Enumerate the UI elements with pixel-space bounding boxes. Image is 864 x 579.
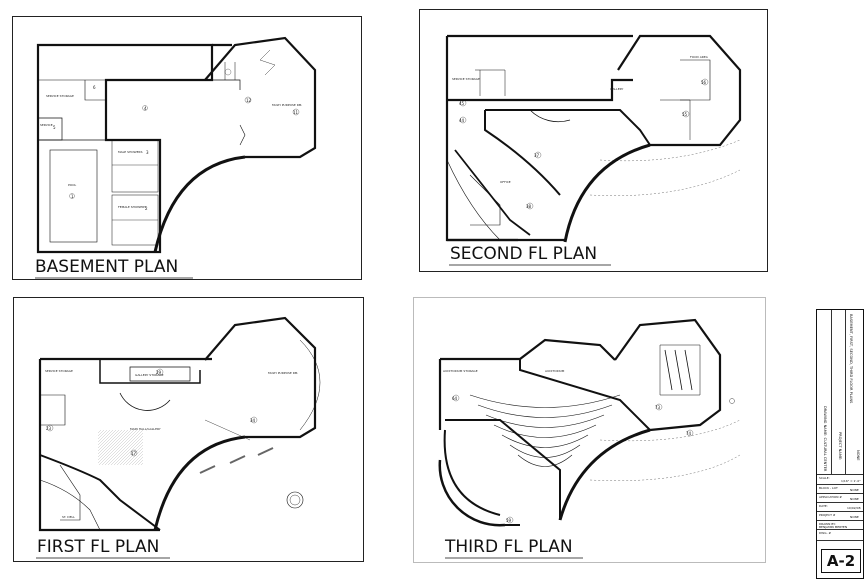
third-floor-plan xyxy=(438,318,741,527)
title-block-divider xyxy=(817,511,863,512)
title-block-divider xyxy=(817,493,863,494)
second-floor-plan-frame xyxy=(419,9,768,272)
dwg-number-label: DWG. # xyxy=(819,531,832,535)
scale-value: 1/16" = 1'-0" xyxy=(841,479,861,483)
date-value: 10/02/08 xyxy=(847,506,861,510)
title-block: DRAWING NAME: CULTURAL CENTER PROJECT NA… xyxy=(816,309,864,579)
application-label: APPLICATION # xyxy=(819,495,842,499)
basement-plan xyxy=(36,36,317,254)
first-label-0: SERVICE STORAGE xyxy=(45,369,73,373)
first-floor-plan xyxy=(38,316,321,532)
title-block-divider xyxy=(817,520,863,521)
project-number-value: NONE xyxy=(850,515,859,519)
room-number: 23 xyxy=(46,426,52,431)
second-label-4: FOOD AREA xyxy=(690,55,709,59)
scale-label: SCALE: xyxy=(819,476,830,480)
first-labels: SERVICE STORAGE GALLERY STORAGE MAIN HAL… xyxy=(45,369,298,519)
basement-label-2: POOL xyxy=(68,183,77,187)
room-number: 11 xyxy=(293,110,299,115)
title-block-vdivider xyxy=(831,310,832,474)
title-block-divider xyxy=(817,474,863,475)
drawn-by-label: DRAWN BY: xyxy=(819,522,836,526)
room-number: 37 xyxy=(534,153,540,158)
room-number: 44 xyxy=(459,118,465,123)
room-numbers: 1 2 3 4 5 6 12 11 37 38 45 44 55 56 29 3… xyxy=(46,80,707,523)
third-floor-plan-title: THIRD FL PLAN xyxy=(444,537,573,557)
sheet-content: BASEMENT, FIRST, SECOND, THIRD FLOOR PLA… xyxy=(849,314,853,404)
title-block-vdivider xyxy=(845,310,846,474)
basement-labels: SERVICE STORAGE SERVICE POOL MALE SHOWER… xyxy=(40,94,302,209)
room-number: 17 xyxy=(131,451,137,456)
second-labels: SERVICE STORAGE GALLERY FOOD AREA OFFICE xyxy=(452,55,709,184)
first-label-2: MAIN HALL/GALLERY xyxy=(130,427,161,431)
basement-plan-frame xyxy=(12,16,362,280)
second-floor-plan xyxy=(445,34,742,243)
basement-label-3: MALE SHOWERS xyxy=(118,150,143,154)
basement-label-6: SERVICE xyxy=(40,123,53,127)
title-block-divider xyxy=(817,540,863,541)
room-number: 12 xyxy=(246,98,252,103)
second-label-3: OFFICE xyxy=(500,180,511,184)
room-number: 38 xyxy=(526,204,532,209)
room-number: 74 xyxy=(686,431,692,436)
second-label-1: GALLERY xyxy=(610,87,624,91)
basement-label-4: FEMALE SHOWERS xyxy=(118,205,146,209)
block-label: BLOCK - LOT xyxy=(819,486,838,490)
basement-label-5: MULTI PURPOSE RM. xyxy=(272,103,302,107)
date-label: DATE: xyxy=(819,504,828,508)
first-label-6: ST. DELL xyxy=(62,515,75,519)
second-floor-plan-title: SECOND FL PLAN xyxy=(450,244,597,264)
room-number: 2 xyxy=(145,206,148,211)
block-value: NONE xyxy=(850,488,859,492)
title-block-divider xyxy=(817,529,863,530)
room-number: 1 xyxy=(71,194,74,199)
room-number: 5 xyxy=(53,125,56,130)
drawn-by-value: BENJAMIN MERTEN xyxy=(819,525,848,529)
third-label-0: AUDITORIUM STORAGE xyxy=(443,369,478,373)
first-label-3: MULTI PURPOSE RM. xyxy=(268,371,298,375)
room-number: 4 xyxy=(144,106,147,111)
project-name: PROJECT NAME: xyxy=(838,432,842,461)
room-number: 64 xyxy=(452,396,458,401)
sheet-number: A-2 xyxy=(821,549,861,573)
room-number: 6 xyxy=(93,85,96,90)
title-block-divider xyxy=(817,502,863,503)
project-number-label: PROJECT # xyxy=(819,513,836,517)
first-label-1: GALLERY STORAGE xyxy=(135,373,164,377)
room-number: 59 xyxy=(506,518,512,523)
first-floor-plan-title: FIRST FL PLAN xyxy=(37,537,159,557)
room-number: 29 xyxy=(156,370,162,375)
sheet-content-2: NONE xyxy=(856,450,860,461)
application-value: NONE xyxy=(850,497,859,501)
third-label-1: AUDITORIUM xyxy=(545,369,565,373)
first-floor-plan-frame xyxy=(13,297,364,562)
third-labels: AUDITORIUM STORAGE AUDITORIUM xyxy=(443,369,565,373)
room-number: 3 xyxy=(146,150,149,155)
title-block-divider xyxy=(817,484,863,485)
room-number: 45 xyxy=(459,101,465,106)
room-number: 34 xyxy=(250,418,256,423)
drawing-name: DRAWING NAME: CULTURAL CENTER xyxy=(823,406,827,472)
room-number: 56 xyxy=(701,80,707,85)
room-number: 73 xyxy=(655,405,661,410)
room-number: 55 xyxy=(682,112,688,117)
second-label-0: SERVICE STORAGE xyxy=(452,77,480,81)
basement-label-0: SERVICE STORAGE xyxy=(46,94,74,98)
basement-plan-title: BASEMENT PLAN xyxy=(35,257,178,277)
